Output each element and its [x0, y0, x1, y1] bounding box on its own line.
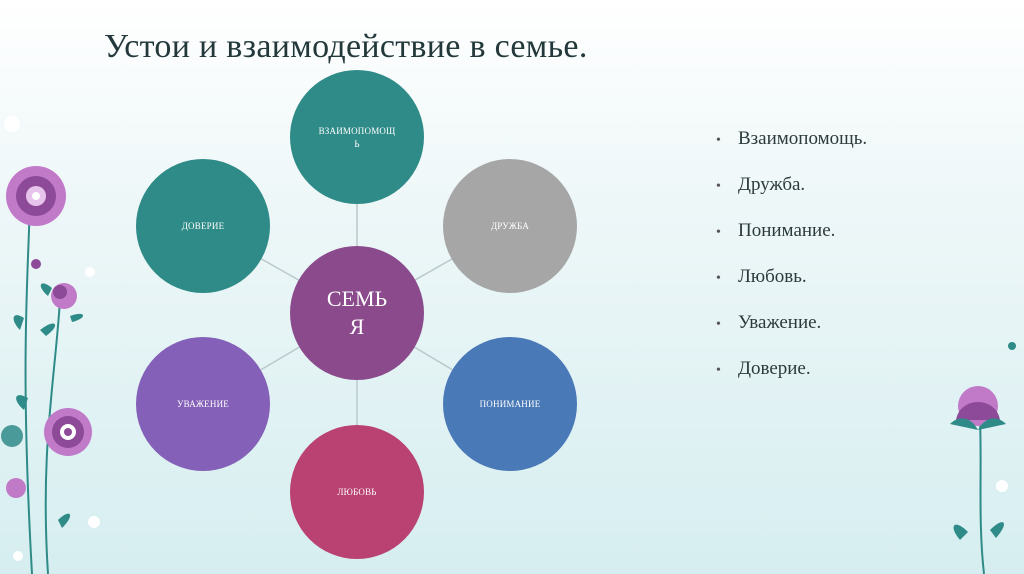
list-item: • Взаимопомощь.	[716, 122, 867, 168]
list-item-text: Любовь.	[738, 266, 807, 287]
node-label: ДРУЖБА	[491, 221, 529, 231]
node-circle	[136, 159, 270, 293]
flower-decoration-right	[950, 342, 1016, 574]
node-circle	[443, 159, 577, 293]
node-doverie: ДОВЕРИЕ	[136, 159, 270, 293]
center-circle	[290, 246, 424, 380]
list-item-text: Понимание.	[738, 220, 836, 241]
list-item: • Понимание.	[716, 214, 867, 260]
bullet-marker: •	[716, 317, 721, 332]
bullet-list: • Взаимопомощь. • Дружба. • Понимание. • Люб…	[716, 122, 867, 398]
node-uvazhenie: УВАЖЕНИЕ	[136, 337, 270, 471]
center-label: СЕМЬ	[327, 286, 387, 311]
node-label: ЛЮБОВЬ	[337, 487, 376, 497]
node-label-line2: Ь	[354, 139, 359, 149]
bullet-marker: •	[716, 363, 721, 378]
list-item: • Дружба.	[716, 168, 867, 214]
list-item-text: Уважение.	[738, 312, 822, 333]
node-circle	[290, 70, 424, 204]
list-item-text: Взаимопомощь.	[738, 128, 868, 149]
node-circle	[136, 337, 270, 471]
list-item-text: Доверие.	[738, 358, 811, 379]
list-item: • Доверие.	[716, 352, 867, 398]
bullet-marker: •	[716, 271, 721, 286]
list-item: • Любовь.	[716, 260, 867, 306]
node-ponimanie: ПОНИМАНИЕ	[443, 337, 577, 471]
node-vzaimopomosch: ВЗАИМОПОМОЩ Ь	[290, 70, 424, 204]
node-label: ВЗАИМОПОМОЩ	[319, 126, 396, 136]
list-item: • Уважение.	[716, 306, 867, 352]
node-label: ДОВЕРИЕ	[182, 221, 225, 231]
node-label: УВАЖЕНИЕ	[177, 399, 229, 409]
node-circle	[443, 337, 577, 471]
center-label-line2: Я	[350, 314, 365, 339]
bullet-marker: •	[716, 179, 721, 194]
node-label: ПОНИМАНИЕ	[480, 399, 541, 409]
flower-decoration-left	[1, 116, 100, 574]
node-druzhba: ДРУЖБА	[443, 159, 577, 293]
slide-title: Устои и взаимодействие в семье.	[104, 28, 588, 65]
bullet-marker: •	[716, 133, 721, 148]
bullet-marker: •	[716, 225, 721, 240]
list-item-text: Дружба.	[738, 174, 806, 195]
node-center-semya: СЕМЬ Я	[290, 246, 424, 380]
node-circle	[290, 425, 424, 559]
node-lyubov: ЛЮБОВЬ	[290, 425, 424, 559]
